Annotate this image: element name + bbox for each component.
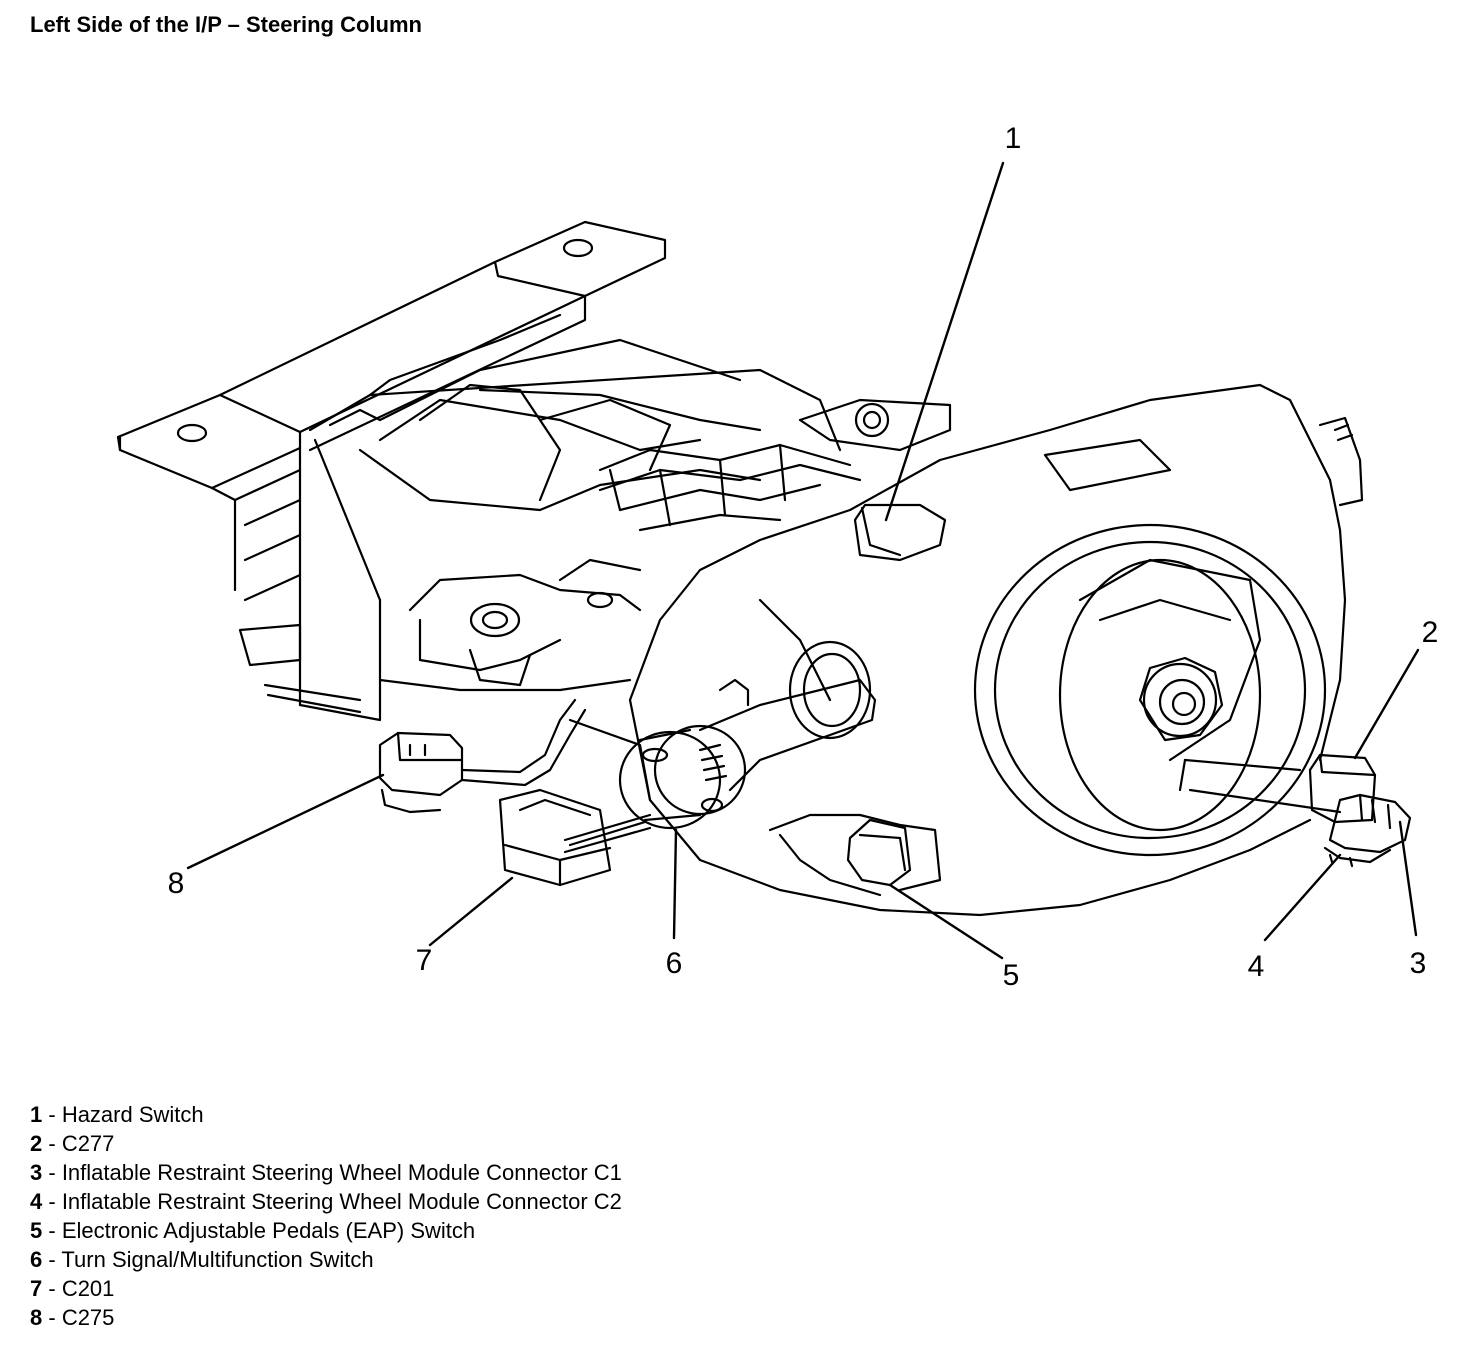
column-housing	[308, 313, 952, 692]
callout-legend: 1 - Hazard Switch 2 - C277 3 - Inflatabl…	[30, 1100, 622, 1332]
page-title: Left Side of the I/P – Steering Column	[30, 12, 422, 37]
legend-item: 3 - Inflatable Restraint Steering Wheel …	[30, 1158, 622, 1187]
legend-label: C201	[61, 1276, 115, 1301]
legend-number: 8	[30, 1305, 43, 1330]
legend-item: 4 - Inflatable Restraint Steering Wheel …	[30, 1187, 622, 1216]
legend-number: 1	[30, 1102, 43, 1127]
legend-item: 2 - C277	[30, 1129, 622, 1158]
legend-number: 2	[30, 1131, 43, 1156]
legend-separator: -	[42, 1305, 62, 1330]
legend-number: 6	[30, 1247, 43, 1272]
legend-item: 7 - C201	[30, 1274, 622, 1303]
legend-label: Inflatable Restraint Steering Wheel Modu…	[61, 1189, 622, 1214]
legend-separator: -	[42, 1131, 62, 1156]
legend-label: Electronic Adjustable Pedals (EAP) Switc…	[61, 1218, 476, 1243]
legend-number: 3	[30, 1160, 43, 1185]
legend-number: 4	[30, 1189, 43, 1214]
callout-number-5: 5	[1003, 959, 1020, 992]
legend-separator: -	[42, 1160, 62, 1185]
legend-item: 5 - Electronic Adjustable Pedals (EAP) S…	[30, 1216, 622, 1245]
callout-number-6: 6	[666, 947, 683, 980]
leader-line-1	[884, 161, 1005, 522]
callout-number-4: 4	[1248, 950, 1265, 983]
steering-column-diagram: 1 2 3 4 5 6 7 8	[116, 122, 1439, 992]
connector-c201	[498, 788, 652, 887]
legend-separator: -	[42, 1218, 62, 1243]
legend-label: Hazard Switch	[61, 1102, 204, 1127]
callout-leaders	[186, 161, 1420, 960]
connectors-c277-c1-c2	[1178, 753, 1412, 868]
legend-number: 5	[30, 1218, 43, 1243]
callout-number-8: 8	[168, 867, 185, 900]
legend-item: 1 - Hazard Switch	[30, 1100, 622, 1129]
legend-item: 6 - Turn Signal/Multifunction Switch	[30, 1245, 622, 1274]
leader-line-3	[1398, 820, 1418, 937]
leader-line-5	[888, 883, 1004, 960]
callout-number-2: 2	[1422, 616, 1439, 649]
leader-line-7	[428, 876, 514, 947]
eap-switch	[768, 813, 942, 897]
legend-separator: -	[42, 1189, 62, 1214]
leader-line-8	[186, 773, 385, 870]
callout-number-7: 7	[416, 944, 433, 977]
mounting-bracket	[116, 220, 667, 722]
connector-c275	[378, 698, 652, 814]
legend-label: Inflatable Restraint Steering Wheel Modu…	[61, 1160, 622, 1185]
leader-line-4	[1263, 853, 1342, 942]
legend-label: C277	[61, 1131, 115, 1156]
legend-separator: -	[42, 1247, 62, 1272]
legend-separator: -	[42, 1102, 62, 1127]
legend-item: 8 - C275	[30, 1303, 622, 1332]
legend-number: 7	[30, 1276, 43, 1301]
leader-line-6	[672, 828, 678, 940]
legend-label: C275	[61, 1305, 115, 1330]
legend-separator: -	[42, 1276, 62, 1301]
callout-numbers: 1 2 3 4 5 6 7 8	[168, 122, 1439, 992]
steering-hub	[973, 523, 1327, 857]
column-shroud	[628, 383, 1364, 917]
callout-number-1: 1	[1005, 122, 1022, 155]
leader-line-2	[1353, 648, 1420, 760]
multifunction-lever	[618, 678, 877, 830]
callout-number-3: 3	[1410, 947, 1427, 980]
legend-label: Turn Signal/Multifunction Switch	[61, 1247, 374, 1272]
